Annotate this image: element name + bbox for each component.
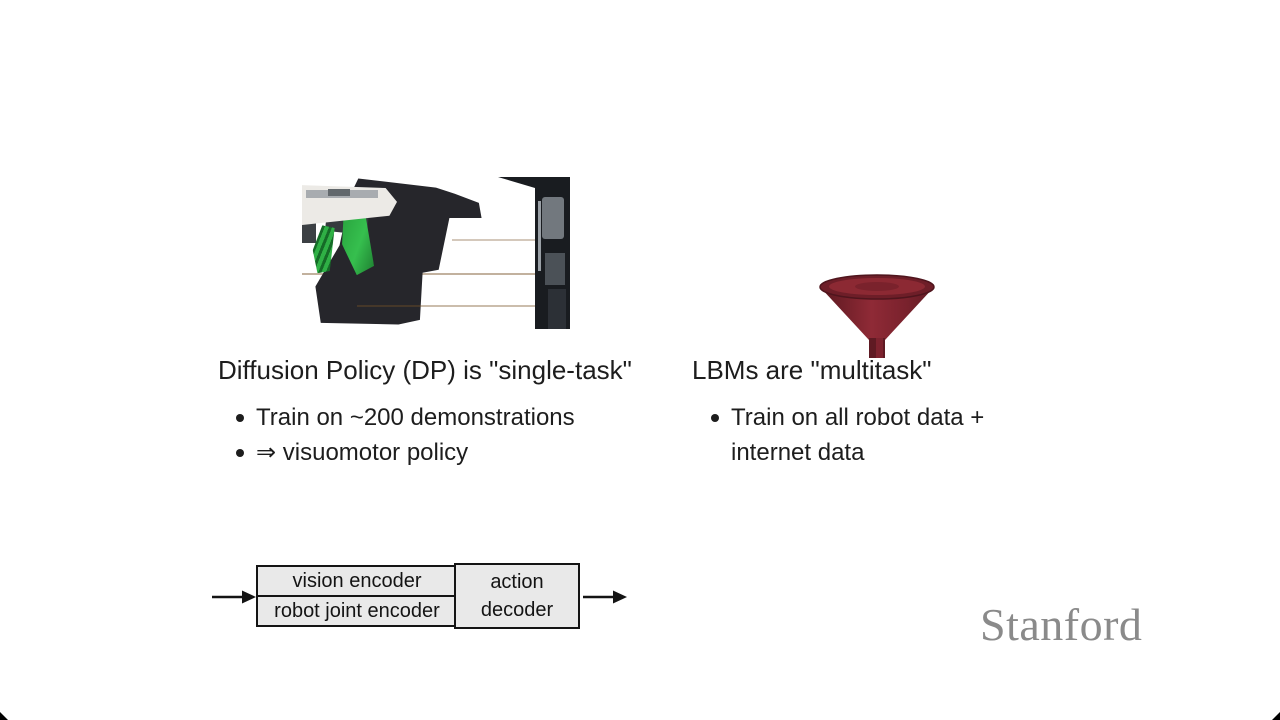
table-seam bbox=[452, 239, 535, 241]
robot-joint-encoder-box: robot joint encoder bbox=[258, 595, 456, 625]
right-column-title: LBMs are "multitask" bbox=[692, 355, 932, 385]
action-decoder-box: action decoder bbox=[454, 563, 580, 629]
list-item: Train on all robot data + internet data bbox=[705, 400, 1020, 470]
lab-equipment bbox=[542, 197, 564, 239]
arrow-right-icon bbox=[583, 590, 627, 604]
lab-equipment bbox=[538, 201, 541, 271]
bullet-text: Train on all robot data + internet data bbox=[731, 404, 985, 466]
table-seam bbox=[357, 305, 535, 307]
diagram-arrows bbox=[212, 590, 627, 604]
list-item: Train on ~200 demonstrations bbox=[230, 400, 575, 435]
robot-arm-detail bbox=[328, 189, 350, 196]
list-item: ⇒ visuomotor policy bbox=[230, 435, 575, 470]
bullet-dot-icon bbox=[705, 400, 731, 422]
bullet-dot-icon bbox=[230, 400, 256, 422]
arrow-right-icon bbox=[212, 590, 256, 604]
lab-equipment bbox=[545, 253, 565, 285]
lab-equipment bbox=[548, 289, 566, 329]
bullet-text: ⇒ visuomotor policy bbox=[256, 439, 469, 466]
bullet-dot-icon bbox=[230, 435, 256, 457]
vision-encoder-box: vision encoder bbox=[292, 570, 422, 592]
encoder-stack: vision encoder robot joint encoder bbox=[256, 565, 458, 627]
lab-background bbox=[498, 177, 535, 188]
decoder-label-line: decoder bbox=[480, 599, 554, 621]
policy-architecture-diagram: vision encoder robot joint encoder actio… bbox=[208, 560, 630, 634]
robot-tshirt-photo bbox=[302, 177, 570, 329]
stanford-logo: Stanford bbox=[980, 599, 1143, 650]
right-bullet-list: Train on all robot data + internet data bbox=[705, 400, 1020, 470]
funnel-icon bbox=[819, 274, 935, 358]
bullet-text: Train on ~200 demonstrations bbox=[256, 404, 575, 431]
video-corner-artifact bbox=[0, 712, 8, 720]
left-column-title: Diffusion Policy (DP) is "single-task" bbox=[218, 355, 632, 385]
left-bullet-list: Train on ~200 demonstrations ⇒ visuomoto… bbox=[230, 400, 575, 470]
decoder-label-line: action bbox=[490, 571, 544, 593]
video-corner-artifact bbox=[1272, 712, 1280, 720]
